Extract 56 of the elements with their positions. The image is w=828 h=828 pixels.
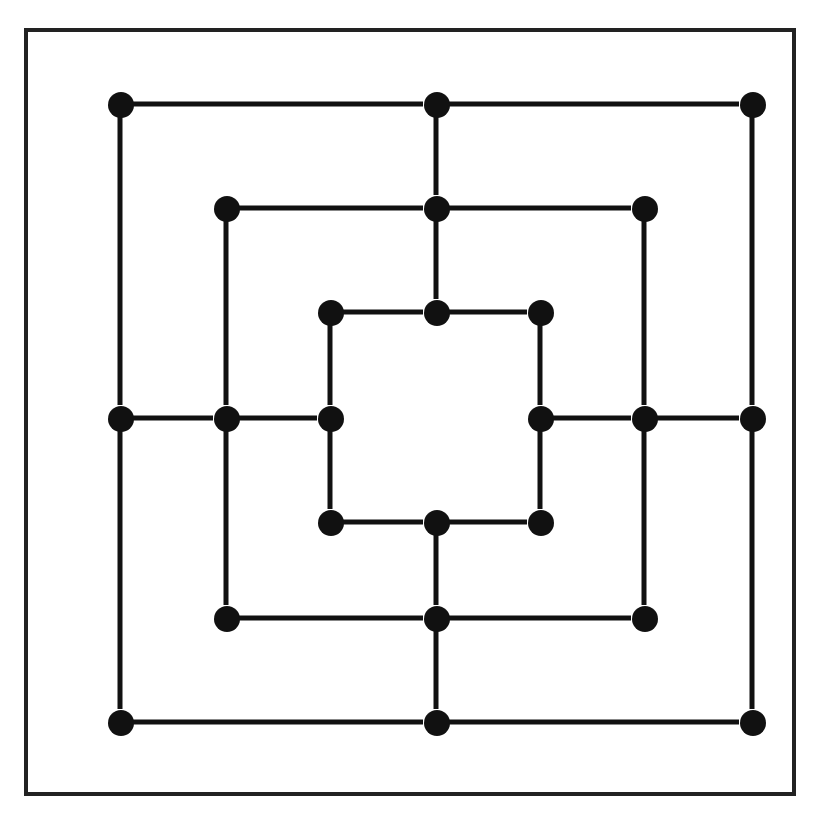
board-line xyxy=(117,117,123,405)
board-point xyxy=(739,709,765,735)
board-point xyxy=(423,299,449,325)
board-line xyxy=(239,415,317,421)
board-point xyxy=(631,405,657,431)
board-line xyxy=(133,101,423,107)
board-point xyxy=(423,509,449,535)
board-line xyxy=(133,415,213,421)
board-line xyxy=(433,221,439,299)
board-point xyxy=(527,509,553,535)
board-point xyxy=(213,195,239,221)
board-point xyxy=(423,195,449,221)
board-point xyxy=(631,195,657,221)
board-line xyxy=(223,431,229,605)
board-line xyxy=(133,719,423,725)
board-point xyxy=(527,405,553,431)
board-point xyxy=(107,405,133,431)
board-line xyxy=(449,615,631,621)
board-line xyxy=(239,205,423,211)
board-point xyxy=(317,509,343,535)
board-point xyxy=(317,299,343,325)
board-line xyxy=(449,519,527,525)
board-line xyxy=(239,615,423,621)
board-line xyxy=(449,205,631,211)
board-point xyxy=(527,299,553,325)
board-line xyxy=(433,117,439,195)
board-point xyxy=(213,405,239,431)
board-point xyxy=(317,405,343,431)
board-line xyxy=(449,101,739,107)
board-point xyxy=(423,91,449,117)
board-line xyxy=(641,221,647,405)
board-line xyxy=(343,309,423,315)
board-line xyxy=(433,535,439,605)
board-line xyxy=(327,325,333,405)
board-line xyxy=(749,431,755,709)
board-line xyxy=(449,719,739,725)
board-point xyxy=(107,709,133,735)
board-line xyxy=(223,221,229,405)
board-line xyxy=(433,631,439,709)
board-point xyxy=(739,91,765,117)
board-line xyxy=(327,431,333,509)
board-point xyxy=(739,405,765,431)
board-line xyxy=(553,415,631,421)
board-line xyxy=(343,519,423,525)
board-point xyxy=(107,91,133,117)
board-point xyxy=(423,709,449,735)
board-line xyxy=(749,117,755,405)
board-point xyxy=(423,605,449,631)
board-line xyxy=(537,431,543,509)
board-line xyxy=(449,309,527,315)
board-point xyxy=(213,605,239,631)
board-line xyxy=(641,431,647,605)
board-line xyxy=(657,415,739,421)
board-line xyxy=(537,325,543,405)
board-line xyxy=(117,431,123,709)
board-point xyxy=(631,605,657,631)
